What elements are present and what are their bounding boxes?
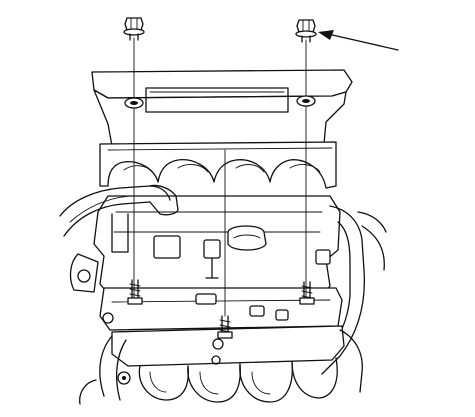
intake-manifold xyxy=(111,325,345,367)
cover-logo-panel xyxy=(145,87,289,113)
callout-arrow xyxy=(318,30,399,51)
stud-bolt-center xyxy=(217,315,233,339)
alignment-lines xyxy=(133,37,307,317)
cover-scalloped-skirt xyxy=(99,141,337,189)
breather-hose xyxy=(59,185,171,237)
stud-bolt-right xyxy=(299,281,315,305)
stud-bolt-left xyxy=(127,279,143,305)
bolt-right xyxy=(295,19,317,43)
engine-cover xyxy=(91,69,353,189)
engine-assembly xyxy=(59,184,387,405)
intake-runners xyxy=(138,357,338,403)
oil-filler-cap xyxy=(227,225,267,251)
bolt-left xyxy=(123,17,145,41)
